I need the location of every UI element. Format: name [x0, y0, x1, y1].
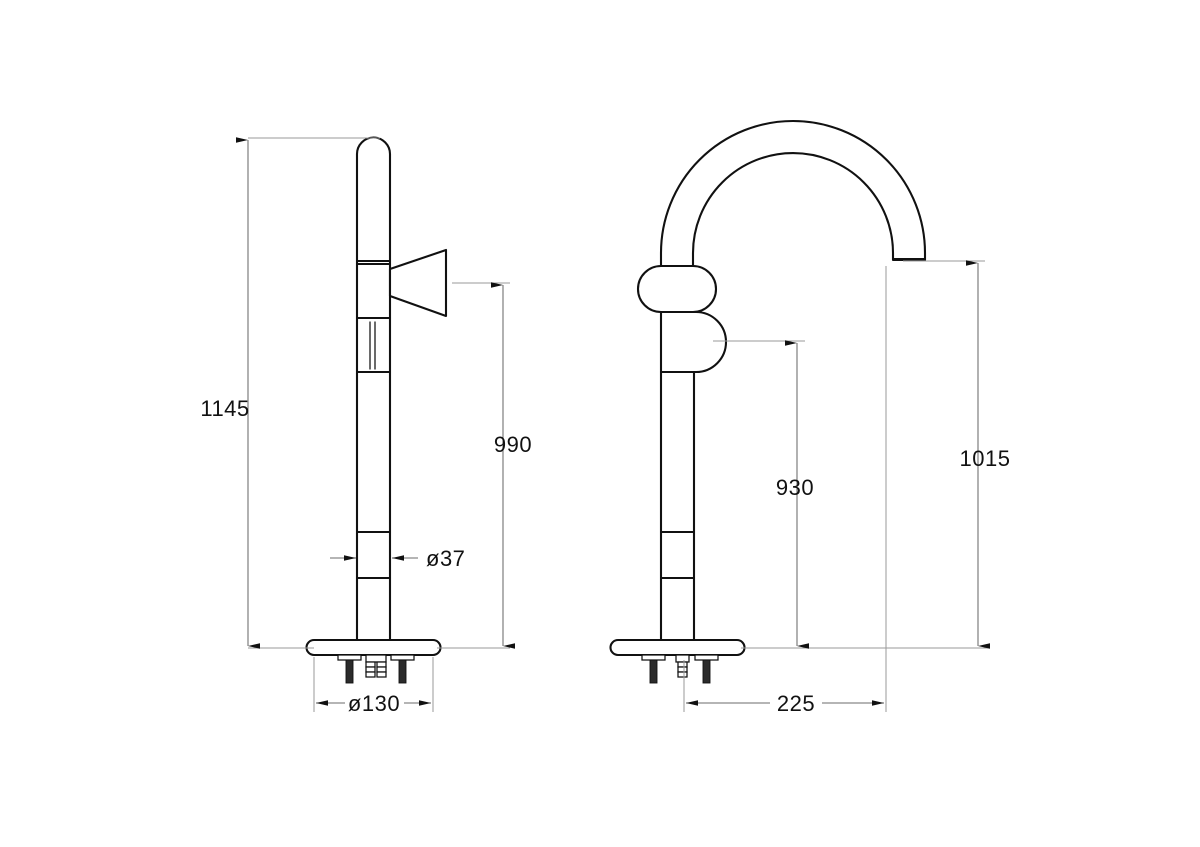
front-view-handle-collar [355, 259, 392, 320]
front-view-indicator-block [355, 316, 392, 374]
front-view-column [355, 370, 392, 534]
side-view-lower-column [659, 576, 696, 642]
front-view-lever-handle [388, 248, 448, 318]
side-view-mounting-hardware [641, 654, 719, 684]
front-view-sleeve [355, 530, 392, 580]
side-view-spout-arc [659, 119, 927, 280]
front-view-base-flange [305, 638, 442, 657]
front-view-lower-column [355, 576, 392, 642]
side-view-spout-collar [659, 310, 727, 374]
dim-label-base-diameter: ø130 [348, 691, 400, 716]
side-view-column [659, 370, 696, 534]
dim-label-total-height: 1145 [200, 396, 249, 421]
dimension-spout-reach: 225 [683, 266, 887, 716]
dimension-base-diameter: ø130 [313, 657, 434, 716]
front-view-upper-body [355, 136, 392, 263]
dimension-body-diameter: ø37 [330, 546, 465, 571]
side-view-base-flange [609, 638, 746, 657]
dim-label-spout-pivot-height: 930 [776, 475, 814, 500]
side-view-sleeve [659, 530, 696, 580]
dimension-handle-height: 990 [437, 282, 532, 649]
dim-label-spout-outlet-height: 1015 [960, 446, 1011, 471]
dimension-spout-outlet-height: 1015 [903, 260, 1011, 649]
dim-label-spout-reach: 225 [777, 691, 815, 716]
dim-label-body-diameter: ø37 [426, 546, 465, 571]
dimension-total-height: 1145 [200, 137, 380, 649]
dim-label-handle-height: 990 [494, 432, 532, 457]
front-view-mounting-hardware [337, 654, 415, 684]
side-view: 930 1015 225 [609, 119, 1011, 716]
front-view: 1145 990 ø37 ø130 [200, 136, 532, 716]
dimension-spout-pivot-height: 930 [713, 340, 990, 649]
side-view-swivel-ball [637, 264, 717, 314]
